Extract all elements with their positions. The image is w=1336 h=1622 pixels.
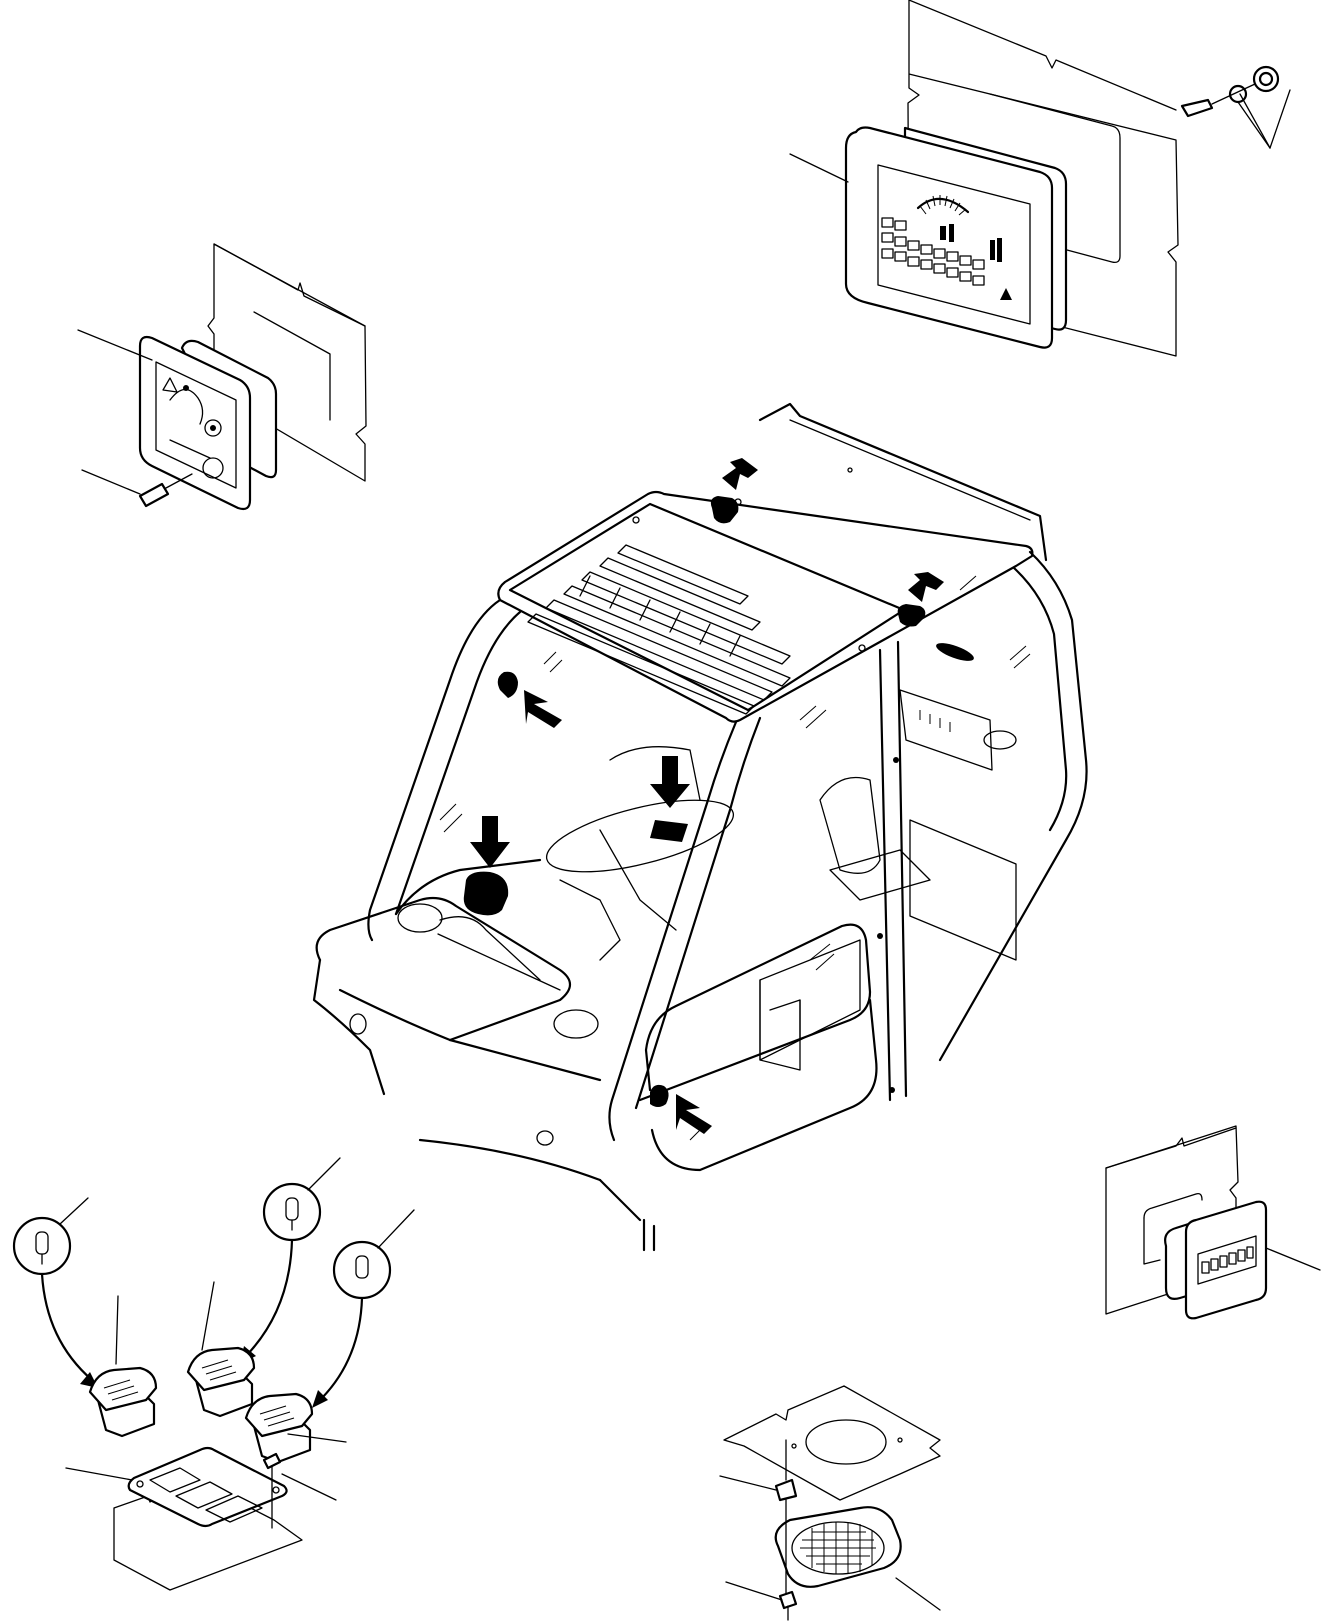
switch-bulbs bbox=[12, 1157, 415, 1408]
arrow-icon bbox=[650, 1084, 712, 1134]
location-arrows bbox=[463, 458, 944, 1134]
instrument-panel bbox=[789, 0, 1291, 357]
rocker-switch-icon bbox=[186, 1281, 256, 1418]
arrow-icon bbox=[650, 756, 690, 842]
switch-mounting-plate bbox=[65, 1446, 337, 1591]
speaker bbox=[719, 1385, 941, 1621]
arrow-icon bbox=[710, 458, 758, 524]
rocker-switch-icon bbox=[88, 1295, 158, 1438]
bulb-icon bbox=[12, 1197, 98, 1388]
arrow-icon bbox=[897, 572, 944, 627]
hour-meter bbox=[1105, 1125, 1321, 1320]
arrow-icon bbox=[463, 816, 510, 916]
bulb-icon bbox=[240, 1157, 341, 1364]
rocker-switch-icon bbox=[244, 1392, 347, 1464]
bulb-icon bbox=[312, 1209, 415, 1408]
hour-meter-digits bbox=[1201, 1246, 1254, 1274]
key-switch-panel bbox=[77, 243, 367, 511]
rocker-switches bbox=[88, 1281, 347, 1464]
operator-cab bbox=[312, 402, 1088, 1252]
arrow-icon bbox=[497, 671, 562, 728]
